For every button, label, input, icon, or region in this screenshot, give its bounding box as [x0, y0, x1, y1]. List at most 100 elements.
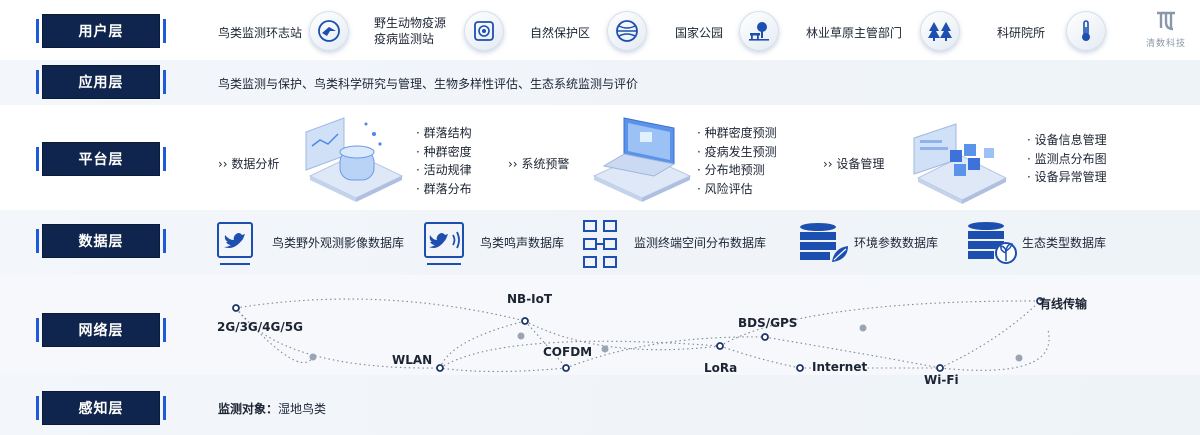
link-mobile-nbiot	[235, 298, 526, 322]
globe-icon	[607, 11, 647, 51]
app-layer-description: 鸟类监测与保护、鸟类科学研究与管理、生物多样性评估、生态系统监测与评价	[218, 77, 639, 91]
app-layer-row	[0, 60, 1200, 105]
twitter-monitor-icon	[217, 222, 253, 265]
warning-item: 分布地预测	[697, 161, 777, 180]
app-layer-title: 应用层	[78, 75, 124, 91]
target-icon	[464, 11, 504, 51]
network-layer-title: 网络层	[78, 323, 124, 339]
bird-station-icon	[309, 11, 349, 51]
network-topology-diagram	[232, 297, 1050, 373]
data-item-image-db-label: 鸟类野外观测影像数据库	[272, 236, 405, 250]
link-lora-wired	[719, 300, 1041, 347]
device-item: 监测点分布图	[1027, 150, 1107, 169]
warning-items-list: 种群密度预测 疫病发生预测 分布地预测 风险评估	[697, 124, 777, 198]
logo-mark-icon	[1157, 11, 1175, 31]
company-logo: 清数科技	[1143, 10, 1189, 49]
node-wifi	[936, 364, 944, 372]
node-wired	[1036, 297, 1044, 305]
device-title-text: 设备管理	[836, 157, 885, 171]
user-item-reserve-label: 自然保护区	[530, 26, 591, 40]
sensing-target: 监测对象：湿地鸟类	[218, 400, 326, 417]
thermometer-icon	[1066, 11, 1106, 51]
device-management-illustration-icon	[913, 123, 1008, 204]
relay-dot	[859, 324, 867, 332]
network-node-mobile-label: 2G/3G/4G/5G	[217, 320, 303, 334]
analysis-item: 群落结构	[416, 124, 472, 143]
platform-layer-title: 平台层	[78, 152, 124, 168]
warning-item: 疫病发生预测	[697, 143, 777, 162]
user-item-institute-label: 科研院所	[997, 26, 1046, 40]
data-item-spatial-db-label: 监测终端空间分布数据库	[634, 236, 767, 250]
data-layer-title: 数据层	[78, 234, 124, 250]
sensing-target-value: 湿地鸟类	[278, 402, 327, 416]
data-analysis-illustration-icon	[305, 117, 404, 202]
grid-nodes-icon	[583, 220, 617, 268]
node-internet	[796, 364, 804, 372]
link-cofdm-bds	[565, 336, 766, 369]
warning-title-text: 系统预警	[521, 157, 570, 171]
node-mobile	[232, 304, 240, 312]
platform-group-analysis-title: ›› 数据分析	[218, 157, 280, 171]
user-layer-title: 用户层	[78, 24, 124, 40]
device-items-list: 设备信息管理 监测点分布图 设备异常管理	[1027, 131, 1107, 187]
logo-text: 清数科技	[1145, 39, 1186, 49]
device-item: 设备信息管理	[1027, 131, 1107, 150]
network-layer-badge: 网络层	[36, 313, 166, 347]
data-layer-badge: 数据层	[36, 224, 166, 258]
app-layer-badge: 应用层	[36, 65, 166, 99]
user-item-bird-station-label: 鸟类监测环志站	[218, 26, 303, 40]
twitter-sound-icon	[424, 222, 464, 265]
analysis-items-list: 群落结构 种群密度 活动规律 群落分布	[416, 124, 472, 198]
analysis-item: 活动规律	[416, 161, 472, 180]
data-item-env-db-label: 环境参数数据库	[854, 236, 939, 250]
platform-layer-badge: 平台层	[36, 142, 166, 176]
node-nbiot	[521, 317, 529, 325]
user-layer-row	[0, 0, 1200, 60]
park-bench-icon	[739, 11, 779, 51]
link-wifi-loop	[939, 329, 1050, 371]
user-layer-badge: 用户层	[36, 14, 166, 48]
warning-item: 风险评估	[697, 180, 777, 199]
link-bds-wifi	[764, 336, 941, 369]
sensing-target-label: 监测对象：	[218, 402, 279, 416]
node-wlan	[436, 364, 444, 372]
link-mobile-gray	[235, 307, 314, 364]
sensing-layer-badge: 感知层	[36, 391, 166, 425]
device-item: 设备异常管理	[1027, 168, 1107, 187]
relay-dot	[517, 332, 525, 340]
user-item-forestry-label: 林业草原主管部门	[806, 26, 903, 40]
network-node-internet-label: Internet	[812, 360, 868, 374]
network-node-wlan-label: WLAN	[392, 353, 433, 367]
analysis-item: 种群密度	[416, 143, 472, 162]
node-cofdm	[562, 364, 570, 372]
user-item-park-label: 国家公园	[675, 26, 724, 40]
network-node-wifi-label: Wi-Fi	[924, 373, 959, 387]
relay-dot	[309, 353, 317, 361]
data-item-eco-db-label: 生态类型数据库	[1022, 236, 1107, 250]
relay-dot	[601, 345, 609, 353]
link-wifi-wired	[939, 300, 1041, 369]
sensing-layer-row	[0, 375, 1200, 435]
platform-layer-row	[0, 105, 1200, 210]
data-item-sound-db-label: 鸟类鸣声数据库	[480, 236, 565, 250]
network-node-wired-label: 有线传输	[1039, 297, 1088, 311]
link-cofdm-wlan	[439, 367, 567, 373]
network-node-cofdm-label: COFDM	[543, 345, 593, 359]
warning-item: 种群密度预测	[697, 124, 777, 143]
forest-icon	[920, 11, 960, 51]
warning-laptop-illustration-icon	[592, 117, 692, 202]
relay-dot	[1015, 354, 1023, 362]
database-leaf-icon	[800, 223, 848, 262]
database-sprout-icon	[968, 222, 1017, 264]
user-item-epidemic-station-label: 野生动物疫源 疫病监测站	[374, 16, 447, 46]
link-nbiot-lora	[524, 320, 721, 351]
network-node-nbiot-label: NB-IoT	[507, 292, 553, 306]
network-node-bds-label: BDS/GPS	[738, 316, 798, 330]
platform-group-device-title: ›› 设备管理	[823, 157, 885, 171]
analysis-title-text: 数据分析	[231, 157, 280, 171]
network-node-lora-label: LoRa	[704, 361, 738, 375]
analysis-item: 群落分布	[416, 180, 472, 199]
network-layer-row	[0, 275, 1200, 375]
sensing-layer-title: 感知层	[78, 401, 124, 417]
link-lora-internet	[719, 345, 801, 369]
